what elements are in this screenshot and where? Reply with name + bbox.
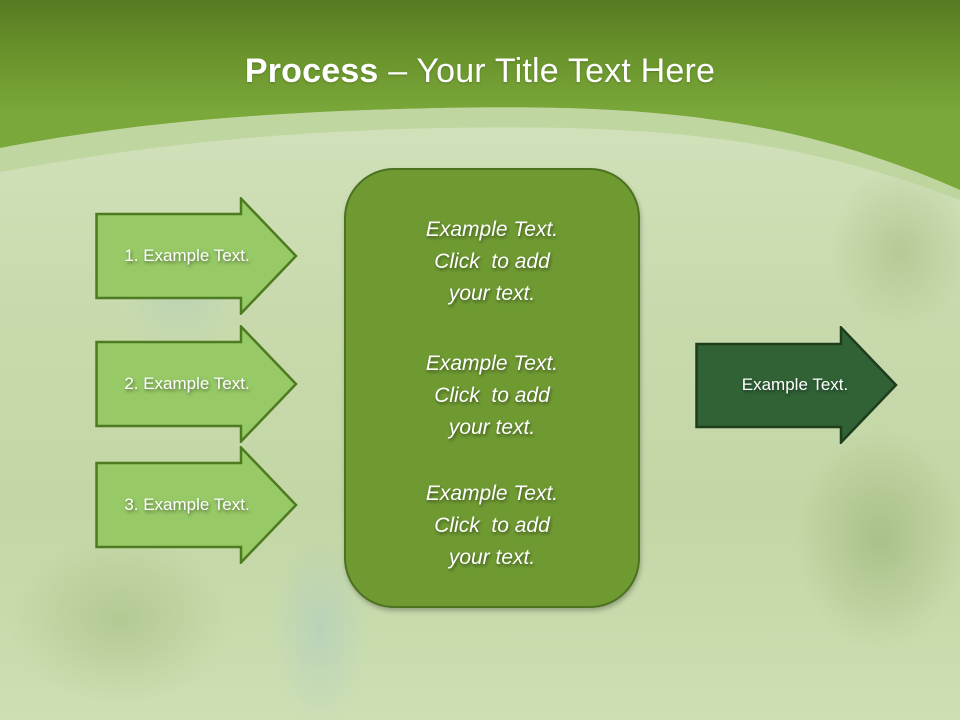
input-arrow-2[interactable]: 2. Example Text. xyxy=(95,325,299,443)
input-arrow-3[interactable]: 3. Example Text. xyxy=(95,446,299,564)
right-arrow-icon xyxy=(95,197,298,315)
process-text-line: your text. xyxy=(448,282,536,305)
right-arrow-icon xyxy=(695,326,898,444)
process-text-3[interactable]: Example Text. Click to add your text. xyxy=(346,478,638,574)
process-text-2[interactable]: Example Text. Click to add your text. xyxy=(346,348,638,444)
output-arrow-label: Example Text. xyxy=(741,375,849,394)
input-arrow-label: 3. Example Text. xyxy=(124,495,250,514)
process-text-1[interactable]: Example Text. Click to add your text. xyxy=(346,214,638,310)
slide-title: Process – Your Title Text Here xyxy=(0,52,960,91)
input-arrow-label: 2. Example Text. xyxy=(124,374,250,393)
right-arrow-icon xyxy=(95,325,298,443)
process-text-line: Example Text. xyxy=(425,218,559,241)
input-arrow-1[interactable]: 1. Example Text. xyxy=(95,197,299,315)
title-bold: Process xyxy=(244,52,379,90)
process-text-line: Click to add xyxy=(434,250,550,273)
process-text-line: Example Text. xyxy=(425,482,559,505)
process-text-line: Click to add xyxy=(434,514,550,537)
title-rest: – Your Title Text Here xyxy=(378,52,716,90)
process-text-line: Click to add xyxy=(434,384,550,407)
header-band xyxy=(0,0,960,200)
input-arrow-label: 1. Example Text. xyxy=(124,246,250,265)
process-box[interactable]: Example Text. Click to add your text. Ex… xyxy=(344,168,640,608)
right-arrow-icon xyxy=(95,446,298,564)
process-text-line: Example Text. xyxy=(425,352,559,375)
process-text-line: your text. xyxy=(448,546,536,569)
output-arrow[interactable]: Example Text. xyxy=(695,326,899,444)
process-text-line: your text. xyxy=(448,416,536,439)
